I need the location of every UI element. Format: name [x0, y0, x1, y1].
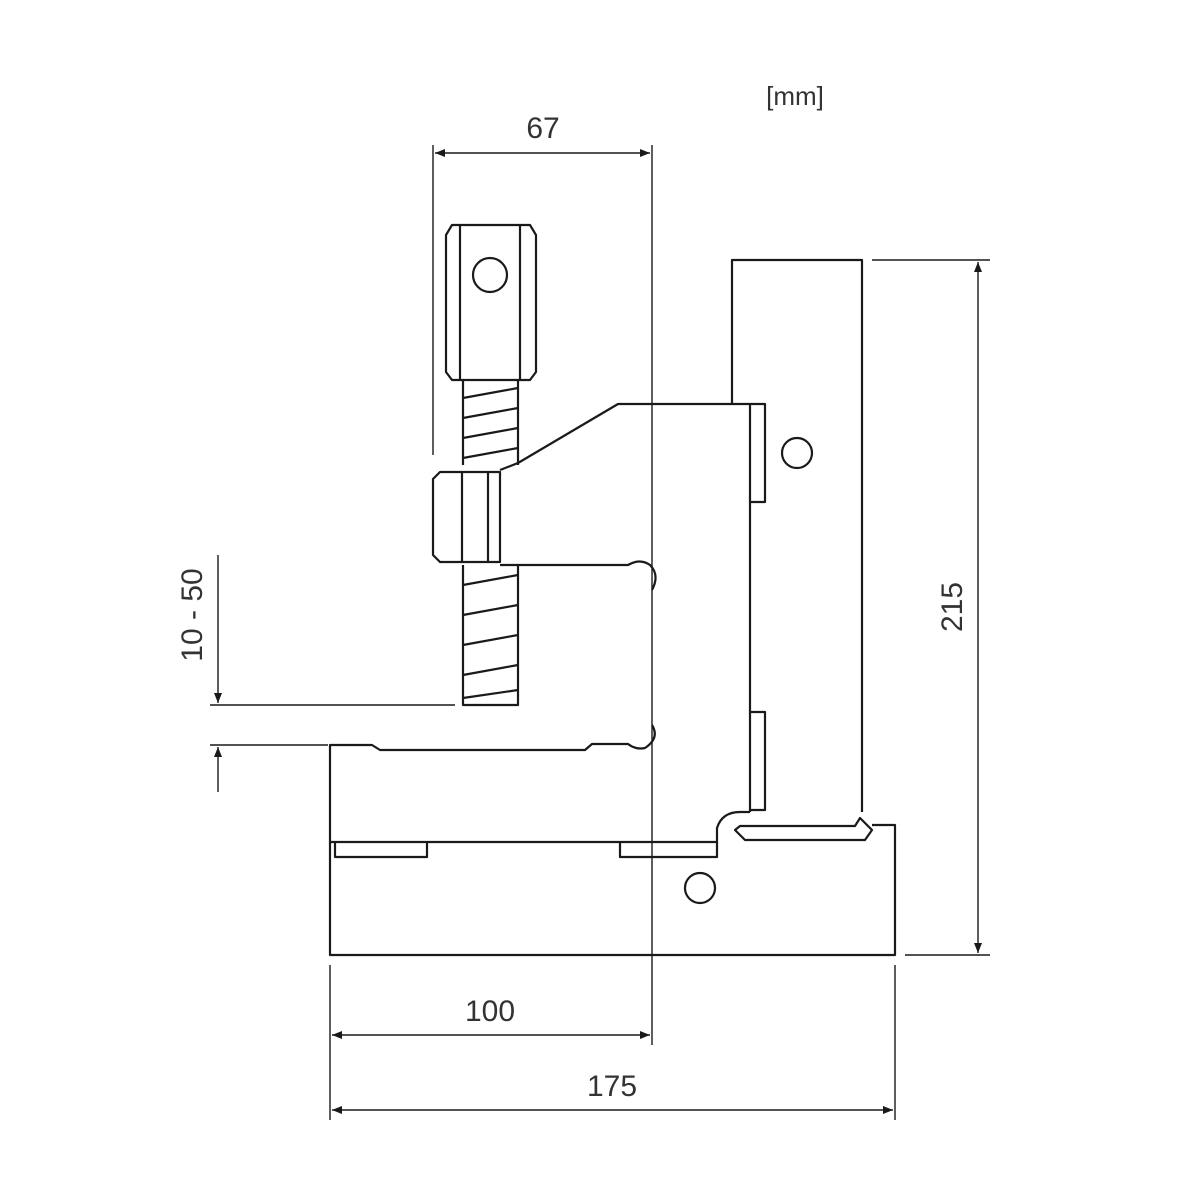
- dimension-215: 215: [872, 259, 990, 956]
- dimension-label: 175: [587, 1070, 637, 1103]
- hole-icon: [780, 436, 814, 470]
- threaded-screw: [431, 223, 538, 707]
- base-block: [328, 810, 897, 957]
- dimension-label: 10 - 50: [176, 568, 209, 661]
- dimension-10-50: 10 - 50: [176, 555, 455, 792]
- dimension-67: 67: [432, 112, 653, 1045]
- dimension-label: 215: [936, 582, 969, 632]
- dimension-label: 100: [465, 995, 515, 1028]
- unit-label: [mm]: [766, 81, 824, 111]
- dimension-100: 100: [329, 965, 896, 1120]
- lower-jaw: [328, 724, 656, 842]
- vertical-plate: [730, 258, 874, 842]
- hole-icon: [683, 871, 717, 905]
- hole-icon: [471, 256, 509, 294]
- dimension-175: 175: [332, 1070, 893, 1114]
- dimension-label: 67: [526, 112, 559, 145]
- clamp-arm: [499, 402, 814, 812]
